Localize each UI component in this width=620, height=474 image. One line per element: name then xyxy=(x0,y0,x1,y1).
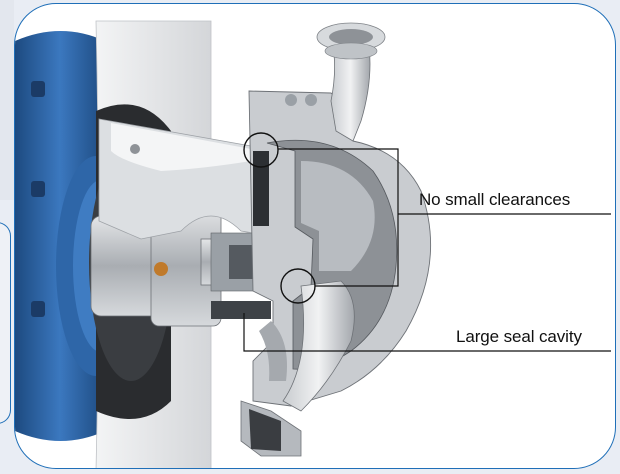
left-side-panel-top xyxy=(0,0,14,200)
pump-cutaway-illustration xyxy=(15,20,611,468)
no-small-clearances-label: No small clearances xyxy=(419,190,571,209)
upper-bracket xyxy=(98,118,272,240)
clearance-leader-line xyxy=(278,148,399,287)
clearance-callout-circle-upper xyxy=(243,132,279,168)
illustration-frame: No small clearances Large seal cavity xyxy=(14,3,616,469)
left-side-panel-bottom xyxy=(0,222,11,424)
large-seal-cavity-label: Large seal cavity xyxy=(456,327,582,346)
shaft-assembly xyxy=(90,205,312,327)
outlet-pipe xyxy=(316,22,386,142)
seal-cavity-leader-line xyxy=(243,313,611,352)
pump-casing xyxy=(248,90,432,407)
lower-housing xyxy=(240,400,302,457)
